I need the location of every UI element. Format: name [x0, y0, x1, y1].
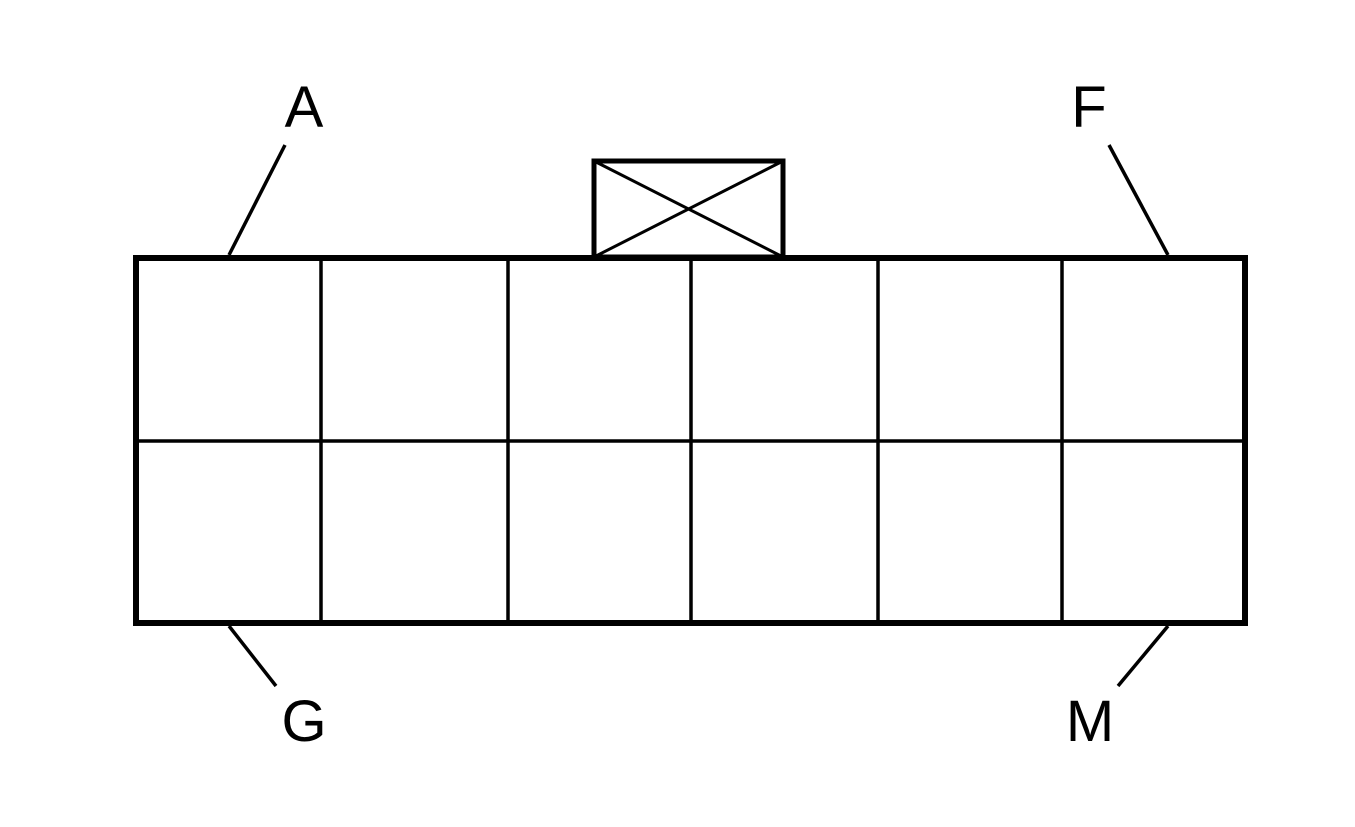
leader-line-top-left [227, 144, 287, 256]
pin-label-bottom-left: G [281, 689, 326, 754]
pin-label-bottom-right: M [1066, 689, 1114, 754]
locking-tab-cross-line-2 [593, 159, 784, 259]
leader-line-top-right [1107, 144, 1170, 256]
leader-line-bottom-left [227, 624, 278, 688]
pin-label-top-right: F [1071, 75, 1106, 140]
locking-tab [591, 158, 786, 260]
pin-label-top-left: A [285, 75, 324, 140]
leader-line-bottom-right [1116, 624, 1170, 688]
